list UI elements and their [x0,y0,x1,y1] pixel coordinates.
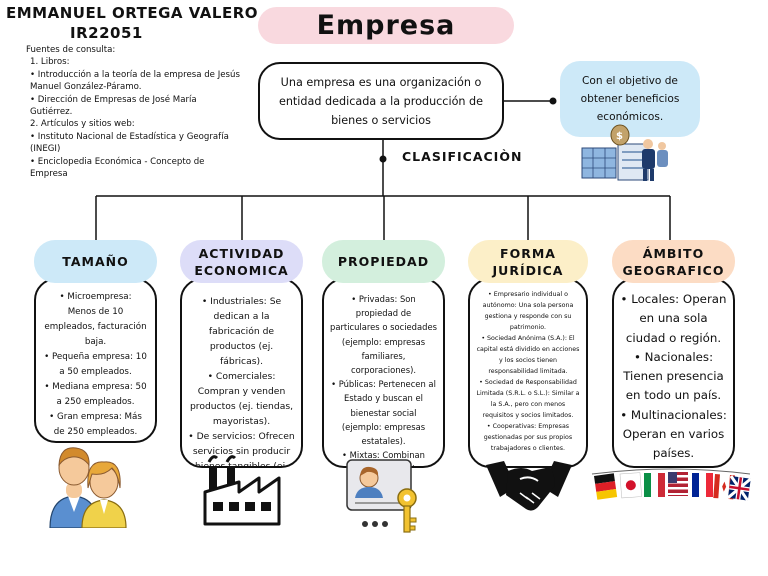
list-item: • Empresario individual o autónomo: Una … [482,291,574,331]
handshake-icon [486,461,572,511]
box-ambito: • Locales: Operan en una sola ciudad o r… [612,278,735,468]
classification-label: CLASIFICACIÒN [402,149,523,164]
flags-icon [591,468,752,502]
list-item: • Públicas: Pertenecen al Estado y busca… [331,379,436,447]
business-money-icon: $ [581,124,668,181]
list-item: • Gran empresa: Más de 250 empleados. [49,412,142,437]
list-item: • Comerciales: Compran y venden producto… [189,371,294,427]
box-forma: • Empresario individual o autónomo: Una … [468,278,588,468]
list-item: • Industriales: Se dedican a la fabricac… [201,296,282,367]
id-card-key-icon [346,459,417,533]
author-id: IR22051 [70,24,143,42]
list-item: • Cooperativas: Empresas gestionadas por… [483,423,573,452]
box-actividad: • Industriales: Se dedican a la fabricac… [180,278,303,468]
definition-box: Una empresa es una organización o entida… [258,62,504,140]
list-item: • Locales: Operan en una sola ciudad o r… [620,292,727,345]
header-tamano: TAMAÑO [34,240,157,283]
goal-text: Con el objetivo de obtener beneficios ec… [580,75,680,123]
header-actividad: ACTIVIDAD ECONOMICA [180,240,303,283]
goal-box: Con el objetivo de obtener beneficios ec… [560,61,700,137]
sources: Fuentes de consulta: 1. Libros: • Introd… [26,44,241,180]
page-title: Empresa [258,7,514,44]
people-icon [49,447,127,528]
source-line: • Dirección de Empresas de José María Gu… [30,94,197,118]
list-item: • Sociedad Anónima (S.A.): El capital es… [476,335,580,375]
list-item: • Mediana empresa: 50 a 250 empleados. [44,382,147,407]
header-ambito: ÁMBITO GEOGRAFICO [612,240,735,283]
list-item: • Multinacionales: Operan en varios país… [620,407,727,461]
list-item: • Nacionales: Tienen presencia en todo u… [623,349,724,403]
list-item: • Sociedad de Responsabilidad Limitada (… [476,379,580,419]
author-name: EMMANUEL ORTEGA VALERO [6,4,259,22]
factory-icon [203,455,281,526]
sources-heading: Fuentes de consulta: [26,45,116,55]
box-tamano: • Microempresa: Menos de 10 empleados, f… [34,278,157,443]
source-line: • Introducción a la teoría de la empresa… [30,69,240,93]
header-propiedad: PROPIEDAD [322,240,445,283]
svg-text:$: $ [616,131,623,142]
definition-text: Una empresa es una organización o entida… [278,75,484,127]
source-line: 1. Libros: [30,57,70,68]
list-item: • Privadas: Son propiedad de particulare… [330,294,437,376]
source-line: • Instituto Nacional de Estadística y Ge… [30,131,229,155]
list-item: • De servicios: Ofrecen servicios sin pr… [188,431,295,468]
box-propiedad: • Privadas: Son propiedad de particulare… [322,278,445,468]
source-line: 2. Artículos y sitios web: [30,119,135,130]
header-forma: FORMA JURÍDICA [468,240,588,283]
list-item: • Pequeña empresa: 10 a 50 empleados. [44,352,147,377]
source-line: • Enciclopedia Económica - Concepto de E… [30,156,205,180]
list-item: • Microempresa: Menos de 10 empleados, f… [44,292,147,347]
